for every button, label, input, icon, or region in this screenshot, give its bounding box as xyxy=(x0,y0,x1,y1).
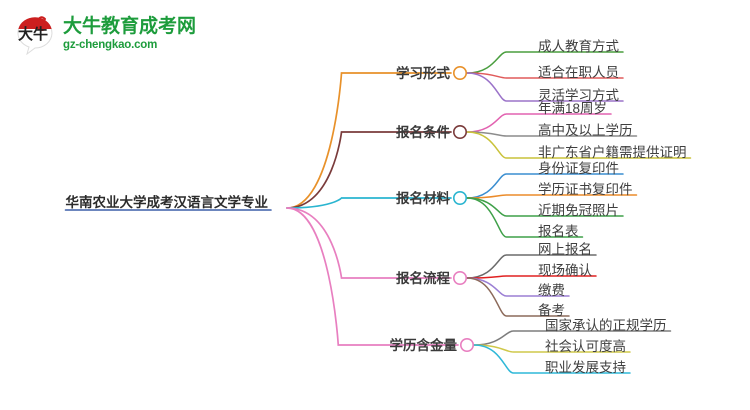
leaf-node-label-2-3[interactable]: 非广东省户籍需提供证明 xyxy=(538,145,687,160)
leaf-node-label-3-4[interactable]: 报名表 xyxy=(538,224,579,239)
leaf-node-label-4-3[interactable]: 缴费 xyxy=(538,283,565,298)
leaf-node-label-4-1[interactable]: 网上报名 xyxy=(538,242,592,257)
leaf-node-label-5-3[interactable]: 职业发展支持 xyxy=(545,360,626,375)
branch-node-circle-5[interactable] xyxy=(459,337,474,352)
logo-title: 大牛教育成考网 xyxy=(63,15,197,37)
leaf-node-label-5-2[interactable]: 社会认可度高 xyxy=(545,339,626,354)
branch-node-circle-1[interactable] xyxy=(452,66,467,81)
branch-node-label-1[interactable]: 学习形式 xyxy=(396,66,450,81)
branch-node-label-5[interactable]: 学历含金量 xyxy=(389,338,458,353)
branch-node-label-4[interactable]: 报名流程 xyxy=(396,271,450,286)
svg-text:大牛: 大牛 xyxy=(18,25,48,43)
leaf-node-label-2-1[interactable]: 年满18周岁 xyxy=(538,101,608,116)
leaf-node-label-4-4[interactable]: 备考 xyxy=(538,303,565,318)
leaf-node-label-1-1[interactable]: 成人教育方式 xyxy=(538,39,619,54)
branch-node-circle-4[interactable] xyxy=(452,270,467,285)
leaf-node-label-2-2[interactable]: 高中及以上学历 xyxy=(538,123,633,138)
leaf-node-label-1-3[interactable]: 灵活学习方式 xyxy=(538,88,619,103)
root-node-label[interactable]: 华南农业大学成考汉语言文学专业 xyxy=(65,195,269,210)
leaf-node-label-4-2[interactable]: 现场确认 xyxy=(538,263,592,278)
leaf-node-label-5-1[interactable]: 国家承认的正规学历 xyxy=(545,318,667,333)
leaf-node-label-1-2[interactable]: 适合在职人员 xyxy=(538,65,619,80)
leaf-node-label-3-1[interactable]: 身份证复印件 xyxy=(538,161,619,176)
branch-node-circle-3[interactable] xyxy=(452,191,467,206)
leaf-node-label-3-3[interactable]: 近期免冠照片 xyxy=(538,203,619,218)
leaf-node-label-3-2[interactable]: 学历证书复印件 xyxy=(538,182,633,197)
logo-subtitle: gz-chengkao.com xyxy=(63,38,158,51)
site-logo[interactable]: 大牛 大牛教育成考网 gz-chengkao.com xyxy=(14,10,197,58)
branch-node-label-3[interactable]: 报名材料 xyxy=(396,191,450,206)
branch-node-circle-2[interactable] xyxy=(452,125,467,140)
branch-node-label-2[interactable]: 报名条件 xyxy=(396,125,450,140)
daniu-bull-mark-icon: 大牛 xyxy=(14,13,56,56)
